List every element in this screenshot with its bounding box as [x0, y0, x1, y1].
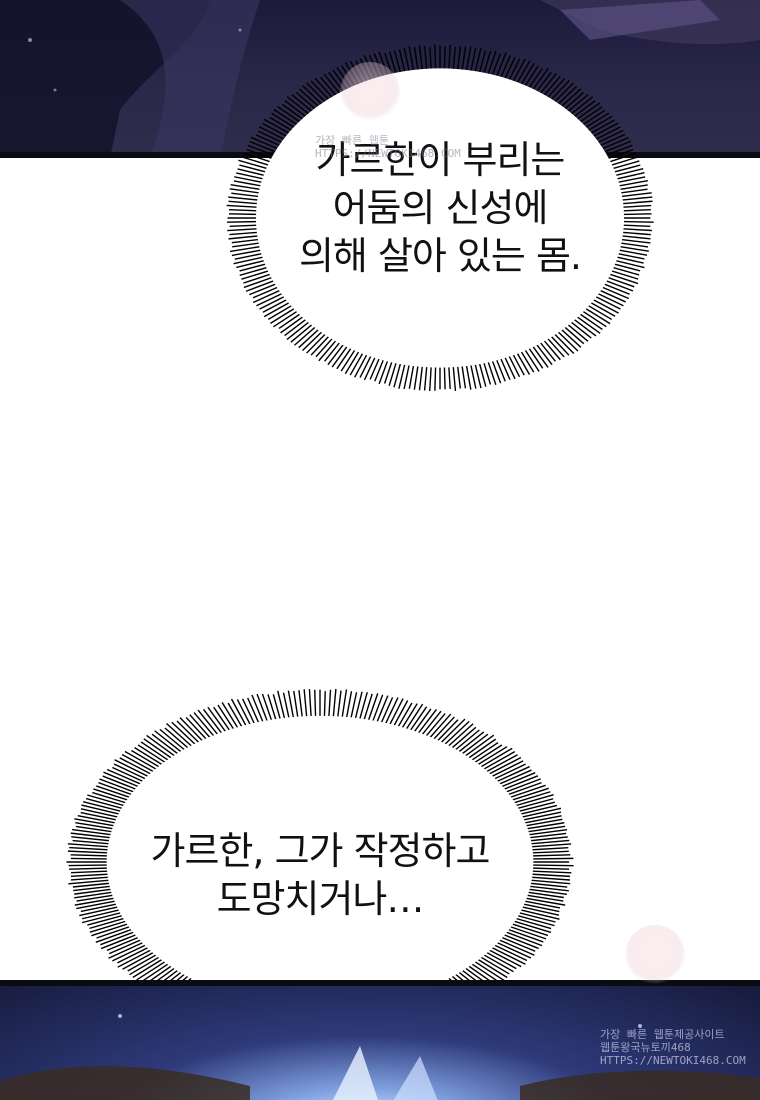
burst-rays-top — [226, 44, 654, 392]
speech-bubble-bottom: 가르한, 그가 작정하고 도망치거나… — [60, 682, 580, 1042]
speech-line: 의해 살아 있는 몸. — [298, 234, 582, 278]
bubble-body — [106, 715, 534, 1009]
top-art-illustration — [0, 0, 760, 152]
watermark-line: 가장 빠른 웹툰제공사이트 — [600, 1028, 725, 1041]
watermark-line: 가장 빠른 웹툰 — [315, 134, 389, 147]
speech-line: 도망치거나… — [216, 877, 425, 921]
speech-line: 어둠의 신성에 — [332, 186, 549, 230]
speech-text-top: 가르한이 부리는 어둠의 신성에 의해 살아 있는 몸. — [220, 136, 660, 280]
watermark-top: 가장 빠른 웹툰 HTTPS://NEWTOKI468.COM — [315, 134, 461, 160]
watermark-bottom: 가장 빠른 웹툰제공사이트 웹툰왕국뉴토끼468 HTTPS://NEWTOKI… — [600, 1028, 746, 1067]
burst-rays-bottom — [66, 688, 574, 1036]
speech-line: 가르한이 부리는 — [315, 138, 566, 182]
bottom-art-illustration — [0, 1014, 760, 1100]
speech-bubble-top: 가르한이 부리는 어둠의 신성에 의해 살아 있는 몸. — [220, 38, 660, 398]
watermark-logo-bottom — [625, 925, 685, 985]
bottom-art-panel — [0, 980, 760, 1100]
watermark-line: HTTPS://NEWTOKI468.COM — [600, 1054, 746, 1067]
watermark-logo-top — [340, 62, 400, 122]
watermark-line: 웹툰왕국뉴토끼468 — [600, 1041, 691, 1054]
speech-text-bottom: 가르한, 그가 작정하고 도망치거나… — [60, 827, 580, 923]
speech-line: 가르한, 그가 작정하고 — [150, 829, 491, 873]
watermark-line: HTTPS://NEWTOKI468.COM — [315, 147, 461, 160]
bubble-body — [255, 68, 625, 368]
